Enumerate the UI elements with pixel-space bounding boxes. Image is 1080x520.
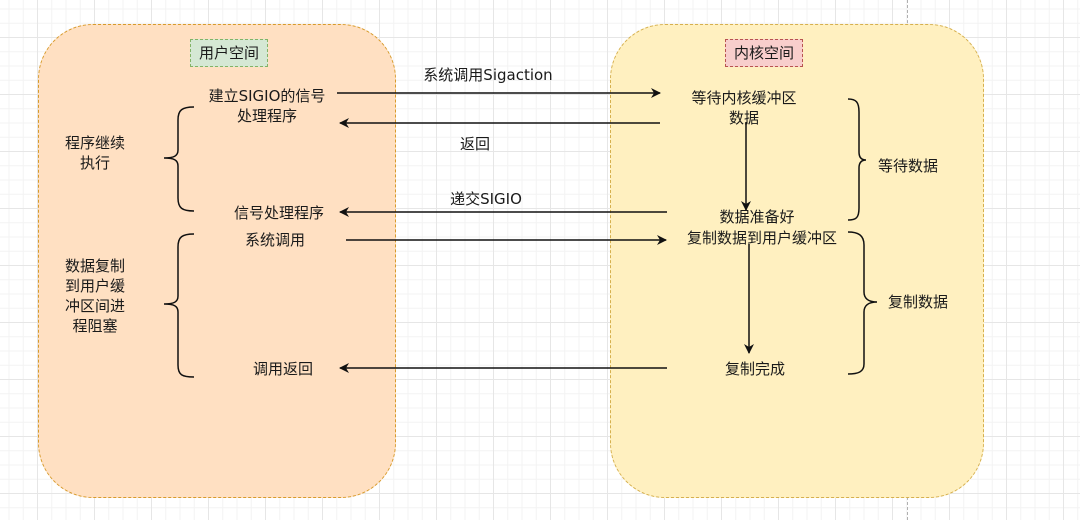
- deliver-sigio-arrow-label: 递交SIGIO: [450, 190, 522, 208]
- wait-buffer-label: 等待内核缓冲区 数据: [674, 88, 814, 128]
- kernel-space-title: 内核空间: [725, 39, 804, 67]
- user-space-container: [38, 24, 396, 498]
- continue-brace: [163, 106, 195, 212]
- copy-data-phase-label: 复制数据: [887, 293, 948, 311]
- blocked-line4: 程阻塞: [72, 317, 118, 335]
- wait-buffer-line1: 等待内核缓冲区: [691, 89, 797, 107]
- data-ready-label: 数据准备好: [719, 208, 795, 226]
- setup-handler-label: 建立SIGIO的信号 处理程序: [200, 86, 334, 126]
- kernel-space-container: [610, 24, 984, 498]
- setup-handler-line2: 处理程序: [236, 107, 297, 125]
- copy-done-label: 复制完成: [724, 360, 785, 378]
- sigaction-arrow-label: 系统调用Sigaction: [423, 66, 553, 84]
- continue-line2: 执行: [79, 154, 110, 172]
- wait-buffer-line2: 数据: [728, 109, 759, 127]
- blocked-line2: 到用户缓: [64, 277, 125, 295]
- blocked-line3: 冲区间进: [64, 297, 125, 315]
- copy-to-user-label: 复制数据到用户缓冲区: [686, 229, 837, 247]
- return-arrow-label: 返回: [459, 135, 490, 153]
- wait-data-brace: [847, 98, 867, 221]
- syscall-label: 系统调用: [244, 231, 305, 249]
- copy-data-brace: [847, 231, 878, 375]
- blocked-brace: [163, 233, 195, 378]
- continue-line1: 程序继续: [64, 134, 125, 152]
- blocked-label: 数据复制 到用户缓 冲区间进 程阻塞: [50, 256, 140, 336]
- blocked-line1: 数据复制: [64, 257, 125, 275]
- signal-handler-label: 信号处理程序: [233, 204, 324, 222]
- user-space-title: 用户空间: [190, 39, 269, 67]
- wait-data-phase-label: 等待数据: [877, 157, 938, 175]
- setup-handler-line1: 建立SIGIO的信号: [208, 87, 326, 105]
- continue-execution-label: 程序继续 执行: [50, 133, 140, 173]
- call-return-label: 调用返回: [252, 360, 313, 378]
